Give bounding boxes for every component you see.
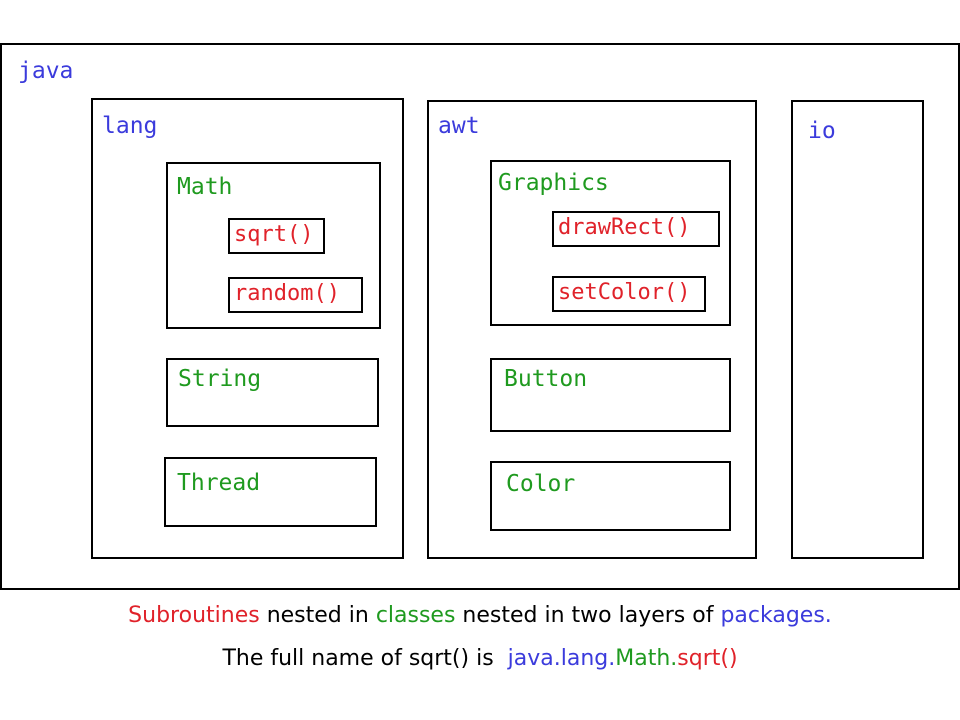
caption-line-2: The full name of sqrt() is java.lang.Mat… [0,646,960,671]
random-subroutine: random() [228,277,363,313]
button-class-label: Button [504,366,588,392]
awt-package-label: awt [438,113,480,139]
color-class-label: Color [506,471,576,497]
math-class-label: Math [177,174,233,200]
sqrt-subroutine: sqrt() [228,218,325,254]
color-class-box [490,461,731,531]
caption-subroutines: Subroutines [128,603,260,628]
caption-line-1: Subroutines nested in classes nested in … [0,603,960,628]
button-class-box [490,358,731,432]
graphics-class-label: Graphics [498,170,609,196]
caption-text-2: nested in two layers of [455,603,721,628]
caption-classes: classes [375,603,456,628]
caption2-math: Math. [615,646,678,671]
caption-packages: packages. [720,603,832,628]
io-package-label: io [808,118,836,144]
caption2-lang: lang. [560,646,616,671]
string-class-box [166,358,379,427]
io-package-box [791,100,924,559]
caption2-java: java. [507,646,561,671]
string-class-label: String [178,366,262,392]
lang-package-label: lang [102,113,158,139]
thread-class-box [164,457,377,527]
setcolor-subroutine: setColor() [552,276,706,312]
drawrect-subroutine: drawRect() [552,211,720,247]
caption2-sqrt: sqrt() [677,646,738,671]
thread-class-label: Thread [177,470,261,496]
caption2-text: The full name of sqrt() is [222,646,508,671]
java-package-label: java [18,58,74,84]
caption-text-1: nested in [259,603,376,628]
